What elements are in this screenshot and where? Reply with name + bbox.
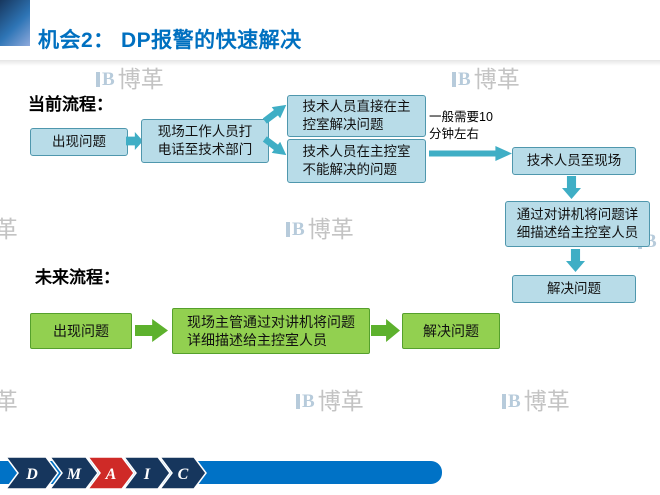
- arrow-down-icon: [562, 176, 581, 199]
- watermark: B 博革: [452, 68, 520, 91]
- flow-box-call-tech-dept: 现场工作人员打 电话至技术部门: [141, 119, 269, 163]
- future-box-problem-occurs: 出现问题: [30, 313, 132, 349]
- watermark-text: 博革: [317, 388, 364, 414]
- boge-logo-icon: B: [286, 220, 305, 239]
- watermark-text: 博革: [473, 66, 520, 92]
- watermark: B 博革: [296, 390, 364, 413]
- boge-logo-icon: B: [296, 392, 315, 411]
- dmaic-chevron-control: [158, 456, 207, 490]
- watermark-text: 博革: [523, 388, 570, 414]
- dmaic-letter-c: C: [178, 466, 189, 483]
- dmaic-chevron-measure: [48, 456, 99, 490]
- boge-logo-icon: B: [502, 392, 521, 411]
- flow-box-problem-solved: 解决问题: [512, 275, 636, 303]
- title-divider-shadow: [0, 60, 660, 66]
- watermark: B 博革: [0, 218, 18, 241]
- dmaic-letter-m: M: [66, 466, 82, 483]
- future-box-problem-solved: 解决问题: [402, 313, 500, 349]
- future-process-label: 未来流程：: [35, 268, 120, 287]
- dmaic-letter-d: D: [25, 466, 38, 483]
- dmaic-banner: D M A I C: [4, 456, 207, 490]
- watermark-text: 博革: [0, 388, 18, 414]
- boge-logo-icon: B: [96, 70, 115, 89]
- dmaic-letter-a: A: [105, 466, 117, 483]
- flow-box-problem-occurs: 出现问题: [30, 128, 128, 156]
- flow-box-describe-via-intercom: 通过对讲机将问题详 细描述给主控室人员: [505, 201, 650, 247]
- future-box-describe-via-intercom: 现场主管通过对讲机将问题 详细描述给主控室人员: [172, 308, 370, 354]
- arrow-right-green-icon: [371, 319, 400, 342]
- watermark-text: 博革: [307, 216, 354, 242]
- watermark: B 博革: [96, 68, 164, 91]
- duration-note: 一般需要10 分钟左右: [429, 110, 493, 141]
- dmaic-letter-i: I: [143, 466, 151, 483]
- watermark-text: 博革: [0, 216, 18, 242]
- flow-box-solve-in-control-room: 技术人员直接在主 控室解决问题: [287, 95, 426, 137]
- flow-box-unsolvable-in-control-room: 技术人员在主控室 不能解决的问题: [287, 139, 426, 183]
- watermark: B 博革: [286, 218, 354, 241]
- dmaic-chevron-improve: [122, 456, 171, 490]
- arrow-down-icon: [566, 249, 585, 272]
- flow-box-tech-to-site: 技术人员至现场: [512, 147, 636, 175]
- watermark-text: 博革: [117, 66, 164, 92]
- boge-logo-icon: B: [452, 70, 471, 89]
- watermark: B 博革: [502, 390, 570, 413]
- watermark: B 博革: [0, 390, 18, 413]
- dmaic-chevron-analyze: [86, 456, 135, 490]
- arrow-right-long-icon: [429, 146, 512, 161]
- page-title: 机会2： DP报警的快速解决: [38, 29, 302, 52]
- arrow-right-green-icon: [135, 319, 168, 342]
- dmaic-chevron-define: [4, 456, 59, 490]
- title-accent-block: [0, 0, 30, 46]
- current-process-label: 当前流程：: [28, 95, 113, 114]
